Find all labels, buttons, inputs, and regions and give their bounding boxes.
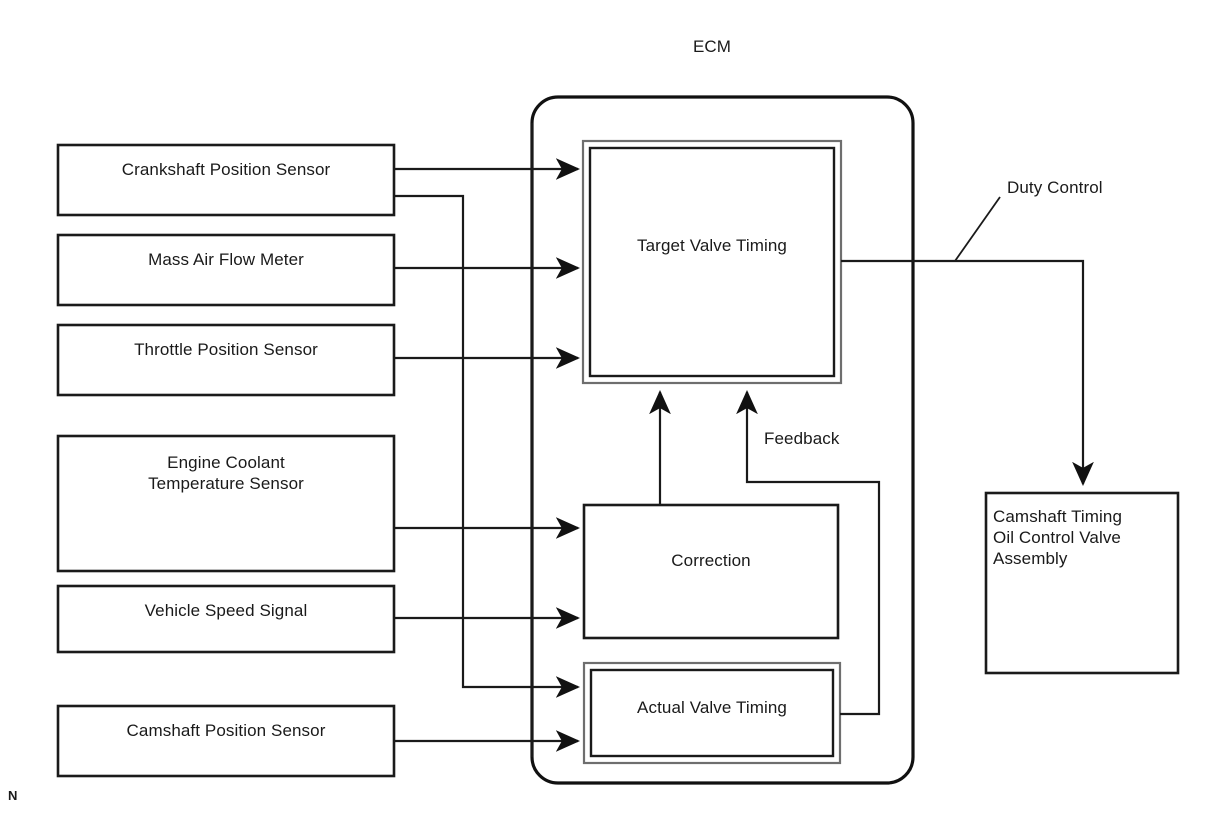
sensor-box-vehicle-speed-signal[interactable] bbox=[56, 584, 396, 654]
block-label-actual-valve-timing: Actual Valve Timing bbox=[637, 698, 787, 717]
wire-feedback-actual-to-target bbox=[736, 389, 881, 716]
block-outline-correction[interactable] bbox=[582, 503, 840, 640]
sensor-label-engine-coolant-temperature-sensor: Engine Coolant Temperature Sensor bbox=[148, 453, 304, 493]
block-outline-target-valve-timing-inner[interactable] bbox=[588, 146, 836, 378]
sensor-label-mass-air-flow-meter: Mass Air Flow Meter bbox=[148, 250, 304, 269]
signal-label-feedback: Feedback bbox=[764, 429, 840, 448]
corner-mark: N bbox=[8, 788, 18, 803]
sensor-box-camshaft-position-sensor[interactable] bbox=[56, 704, 396, 778]
wire-duty-control-to-actuator bbox=[841, 259, 1094, 487]
sensor-box-throttle-position-sensor[interactable] bbox=[56, 323, 396, 397]
sensor-label-vehicle-speed-signal: Vehicle Speed Signal bbox=[144, 601, 308, 620]
actuator-box-camshaft-timing-oil-control-valve-assembly[interactable] bbox=[984, 491, 1180, 675]
sensor-box-crankshaft-position-sensor[interactable] bbox=[56, 143, 396, 217]
sensor-box-mass-air-flow-meter[interactable] bbox=[56, 233, 396, 307]
actuator-label-camshaft-timing-oil-control-valve-assembly: Camshaft Timing Oil Control Valve Assemb… bbox=[993, 507, 1123, 568]
sensor-label-crankshaft-position-sensor: Crankshaft Position Sensor bbox=[121, 160, 331, 179]
wire-crankshaft-to-actual-valve-timing bbox=[394, 194, 581, 698]
block-outline-actual-valve-timing-inner[interactable] bbox=[589, 668, 835, 758]
sensor-label-throttle-position-sensor: Throttle Position Sensor bbox=[134, 340, 318, 359]
signal-label-duty-control: Duty Control bbox=[1007, 178, 1103, 197]
sensor-box-engine-coolant-temperature-sensor[interactable] bbox=[56, 434, 396, 573]
sensor-label-camshaft-position-sensor: Camshaft Position Sensor bbox=[126, 721, 326, 740]
block-label-target-valve-timing: Target Valve Timing bbox=[637, 236, 787, 255]
block-label-correction: Correction bbox=[671, 551, 751, 570]
ecm-title: ECM bbox=[692, 37, 732, 56]
leader-line-duty-control bbox=[954, 196, 1001, 262]
